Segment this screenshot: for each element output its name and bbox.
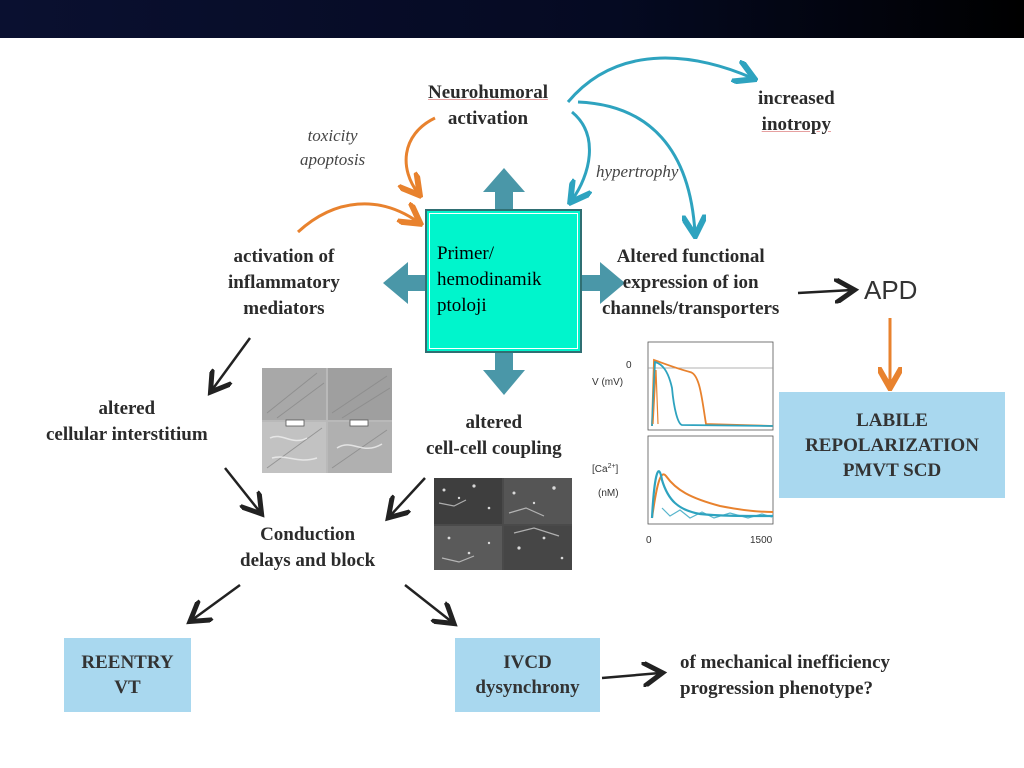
increased-inotropy-label: increased inotropy bbox=[758, 88, 835, 135]
arrow-to-hypertrophy-channels bbox=[577, 100, 695, 233]
voltage-zero-tick: 0 bbox=[626, 360, 632, 371]
arrow-to-inotropy bbox=[566, 56, 752, 103]
arrow-inflam-interstitium bbox=[212, 337, 252, 390]
neurohumoral-activation-label: Neurohumoral activation bbox=[428, 82, 548, 129]
reentry-vt-box: REENTRY VT bbox=[64, 638, 191, 712]
labile-repolarization-box: LABILE REPOLARIZATION PMVT SCD bbox=[779, 392, 1005, 498]
arrow-toxicity bbox=[406, 116, 436, 193]
voltage-trace-teal bbox=[651, 360, 774, 427]
arrow-channels-apd bbox=[797, 290, 852, 293]
voltage-trace-orange bbox=[651, 358, 774, 427]
calcium-trace-teal bbox=[650, 470, 774, 519]
arrow-to-center-teal bbox=[572, 110, 589, 200]
arrow-conduction-reentry bbox=[192, 583, 241, 620]
coupling-micrograph-image bbox=[434, 478, 572, 570]
primary-pathology-box: Primer/ hemodinamik ptoloji bbox=[425, 209, 582, 353]
arrow-ivcd-mechanical bbox=[601, 673, 660, 678]
toxicity-apoptosis-label: toxicity apoptosis bbox=[300, 126, 366, 169]
ion-channels-label: Altered functional expression of ion cha… bbox=[602, 246, 780, 319]
calcium-trace-orange bbox=[651, 473, 774, 519]
calcium-axis-label: [Ca2+] bbox=[592, 463, 619, 475]
inflammatory-mediators-label: activation of inflammatory mediators bbox=[228, 246, 340, 319]
voltage-axis-label: V (mV) bbox=[592, 377, 623, 388]
primary-pathology-label: Primer/ hemodinamik ptoloji bbox=[437, 243, 542, 316]
cell-coupling-label: altered cell-cell coupling bbox=[426, 412, 562, 459]
x-tick-0: 0 bbox=[646, 535, 652, 546]
arrow-coupling-conduction bbox=[390, 477, 426, 516]
arrow-inflam-to-center bbox=[296, 204, 418, 234]
voltage-panel bbox=[647, 341, 774, 431]
center-arrows bbox=[383, 168, 625, 395]
conduction-delays-label: Conduction delays and block bbox=[240, 524, 376, 571]
mechanical-inefficiency-label: of mechanical inefficiency progression p… bbox=[680, 652, 891, 699]
arrow-interstitium-conduction bbox=[224, 467, 260, 512]
x-tick-1500: 1500 bbox=[750, 535, 773, 546]
calcium-unit-label: (nM) bbox=[598, 488, 619, 499]
cellular-interstitium-label: altered cellular interstitium bbox=[46, 398, 208, 445]
apd-label: APD bbox=[864, 275, 918, 305]
interstitium-micrograph-image bbox=[262, 368, 392, 473]
ivcd-dysynchrony-box: IVCD dysynchrony bbox=[455, 638, 600, 712]
action-potential-graph: 0 V (mV) [Ca2+] (nM) 0 1500 bbox=[592, 341, 774, 546]
title-bar bbox=[0, 0, 1024, 38]
arrow-conduction-ivcd bbox=[404, 584, 452, 622]
hypertrophy-label: hypertrophy bbox=[596, 162, 679, 181]
